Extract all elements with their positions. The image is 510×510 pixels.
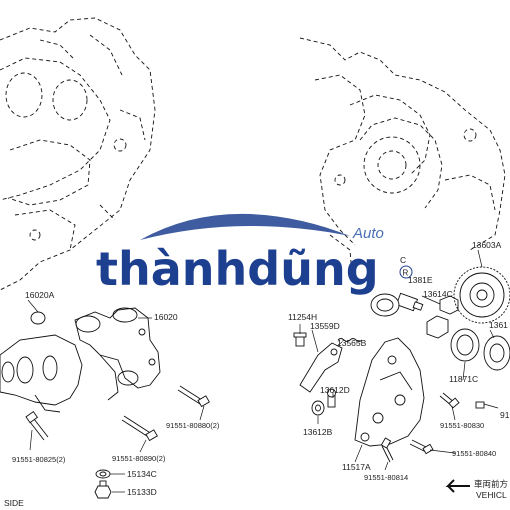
ring-11871C [450,328,480,362]
label-1381E: 1381E [408,275,433,285]
label-91551-80830: 91551-80830 [440,421,484,430]
front-arrow-icon [445,479,470,493]
label-91-right: 91 [500,410,510,420]
bolt-91551-80890 [121,415,158,442]
bolt-91551-80825 [25,411,49,441]
label-13614C: 13614C [423,289,453,299]
label-16020: 16020 [154,312,178,322]
bolt-11254H [293,332,307,347]
part-13614C [426,295,459,339]
spring-13565B [337,338,363,342]
label-side: SIDE [4,498,24,508]
vehicle-front-jp: 車両前方 [474,479,508,489]
chain-guide-11517A [354,337,425,447]
label-91551-80825: 91551-80825(2) [12,455,66,464]
balance-shaft-assembly [0,334,83,413]
part-labels: 16020A 16020 91551-80825(2) 91551-80890(… [4,240,510,508]
engine-block-left [0,17,156,291]
label-13559D: 13559D [310,321,340,331]
car-swoosh-icon [140,213,350,240]
label-13612D: 13612D [320,385,350,395]
watermark-subtext: Auto [352,225,384,242]
sensor-1381E [395,292,424,312]
watermark-text: thànhdũng [96,242,379,296]
bolt-91551-80840 [409,439,434,455]
seal-plate [370,293,400,317]
bushing-13612B [311,400,325,416]
vehicle-front-en: VEHICL [476,490,507,500]
bolt-91551-80830 [439,392,460,409]
label-13603A: 13603A [472,240,502,250]
label-16020A: 16020A [25,290,55,300]
label-91551-80880: 91551-80880(2) [166,421,220,430]
label-C: C [400,255,406,265]
bolt-91551-80880 [177,385,210,408]
label-15134C: 15134C [127,469,157,479]
tensioner-13559D [299,342,343,393]
label-11871C: 11871C [449,374,478,384]
plug-15133D [94,480,112,499]
washer-15134C [95,469,111,479]
timing-cover-right [299,37,506,276]
bolt-91-right [475,401,499,409]
label-13565B: 13565B [337,338,367,348]
o-ring-16020A [30,311,46,325]
svg-text:R: R [403,269,409,278]
label-91551-80890: 91551-80890(2) [112,454,166,463]
water-pump-housing [74,307,161,401]
label-91551-80814: 91551-80814 [364,473,408,482]
bolt-13612D [327,388,336,408]
label-11254H: 11254H [288,312,317,322]
vehicle-front-indicator: 車両前方 VEHICL [445,479,508,500]
label-15133D: 15133D [127,487,157,497]
label-91551-80840: 91551-80840 [452,449,496,458]
leader-lines [27,249,495,493]
watermark-logo: thànhdũng Auto [96,213,384,296]
label-11517A: 11517A [342,462,371,472]
registered-mark-icon: R [399,265,413,279]
bolt-91551-80814 [380,437,394,463]
label-13612B: 13612B [303,427,333,437]
label-1361x: 1361 [489,320,508,330]
sprocket-13603A [453,266,510,324]
hub-1361x [483,335,510,371]
